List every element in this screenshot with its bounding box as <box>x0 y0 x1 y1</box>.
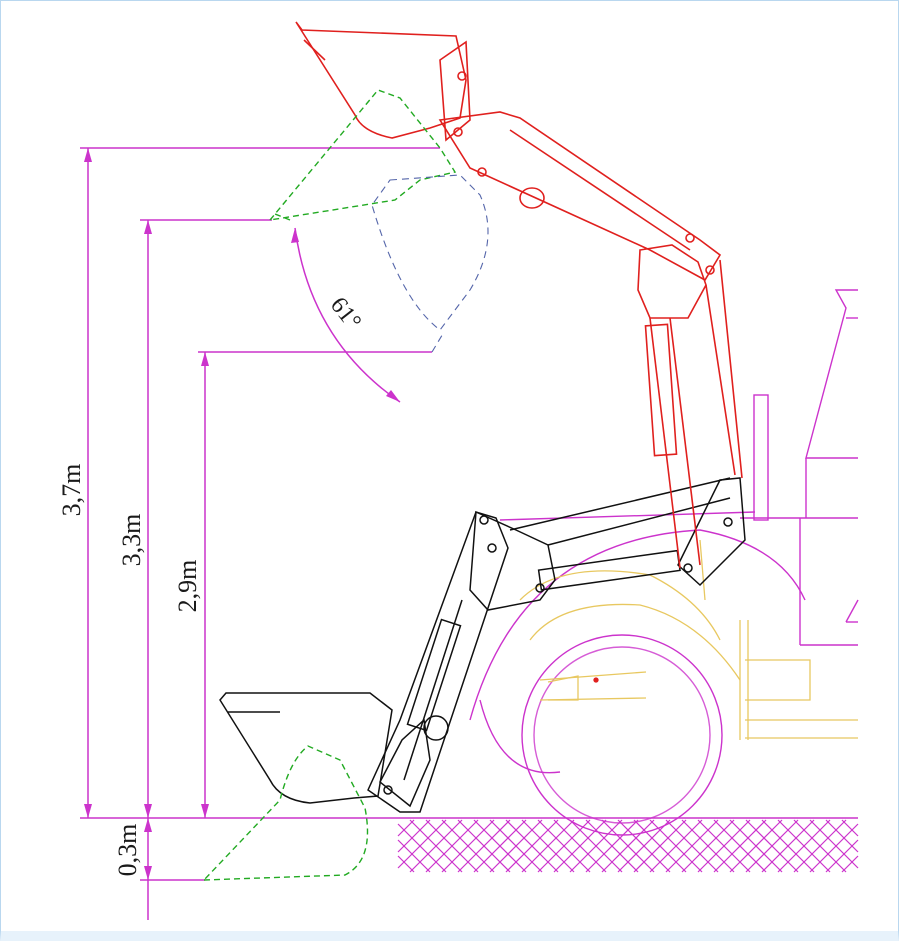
dimension-arrows <box>84 148 400 880</box>
dimension-label-2-9: 2,9m <box>173 560 202 613</box>
dimension-label-3-7: 3,7m <box>57 464 86 517</box>
tractor-outline <box>469 289 859 836</box>
ground-hatch <box>397 819 859 873</box>
bucket-dump-position <box>202 89 457 881</box>
bucket-tilted-position <box>371 174 489 353</box>
dimension-lines <box>80 147 440 920</box>
angle-label: 61° <box>325 292 366 334</box>
loader-raised <box>295 21 743 569</box>
dimension-label-0-3: 0,3m <box>113 824 142 877</box>
tractor-frame <box>519 539 858 740</box>
loader-lowered <box>219 477 746 813</box>
dimension-label-3-3: 3,3m <box>117 514 146 567</box>
